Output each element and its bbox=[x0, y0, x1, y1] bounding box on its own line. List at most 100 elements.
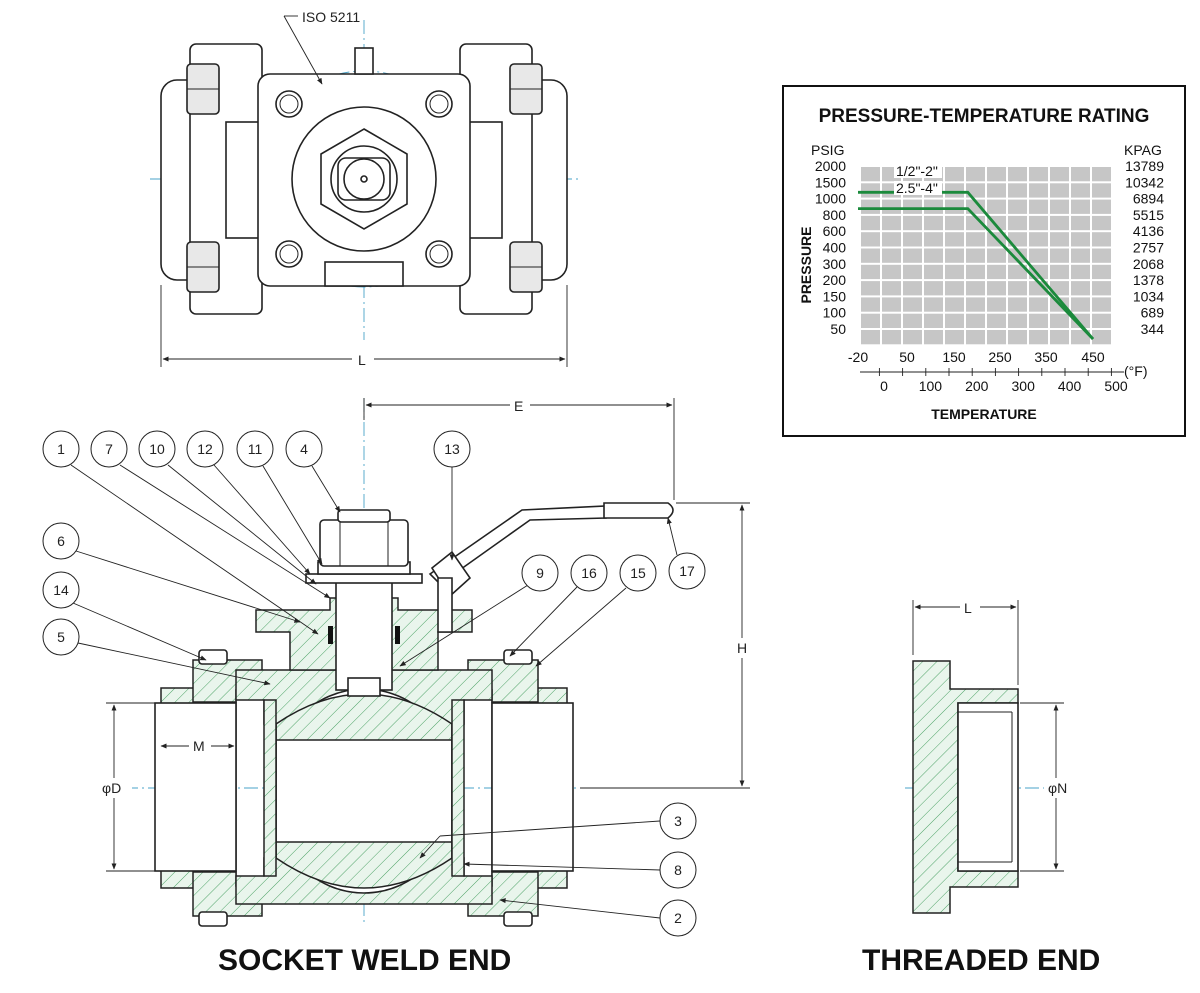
x-tick-top: -20 bbox=[848, 349, 868, 365]
grid-cell bbox=[882, 199, 901, 214]
grid-cell bbox=[903, 232, 922, 247]
grid-cell bbox=[1092, 264, 1111, 280]
svg-text:11: 11 bbox=[248, 441, 263, 457]
mounting-hole bbox=[425, 240, 453, 268]
svg-text:6: 6 bbox=[57, 533, 65, 549]
y-axis-label: PRESSURE bbox=[798, 226, 814, 303]
grid-cell bbox=[882, 330, 901, 345]
part-balloon-15: 15 bbox=[535, 554, 657, 667]
grid-cell bbox=[945, 248, 964, 263]
y-tick-kpag: 2757 bbox=[1133, 240, 1164, 256]
grid-cell bbox=[1050, 281, 1069, 296]
chart-series: 1/2"-2"2.5"-4" bbox=[858, 163, 1095, 340]
x-axis-unit: (°F) bbox=[1124, 363, 1147, 379]
grid-cell bbox=[1008, 313, 1027, 328]
part-balloon-8: 8 bbox=[463, 851, 697, 889]
pressure-temperature-chart: PRESSURE-TEMPERATURE RATING PSIG KPAG PR… bbox=[782, 85, 1186, 437]
x-tick-fahrenheit: 100 bbox=[919, 378, 943, 394]
left-axis-unit: PSIG bbox=[811, 142, 844, 158]
grid-cell bbox=[1008, 330, 1027, 345]
svg-text:3: 3 bbox=[674, 813, 682, 829]
grid-cell bbox=[945, 281, 964, 296]
y-tick-psig: 300 bbox=[823, 256, 847, 272]
grid-cell bbox=[882, 281, 901, 296]
series-label-bg bbox=[894, 181, 942, 195]
grid-cell bbox=[1071, 281, 1090, 296]
svg-text:9: 9 bbox=[536, 565, 544, 581]
socket-weld-end-title: SOCKET WELD END bbox=[218, 944, 511, 977]
grid-cell bbox=[945, 264, 964, 280]
grid-cell bbox=[1071, 264, 1090, 280]
grid-cell bbox=[966, 248, 985, 263]
x-tick-fahrenheit: 200 bbox=[965, 378, 989, 394]
x-tick-fahrenheit: 300 bbox=[1012, 378, 1036, 394]
grid-cell bbox=[987, 183, 1006, 198]
grid-cell bbox=[861, 183, 880, 198]
grid-cell bbox=[1050, 264, 1069, 280]
grid-cell bbox=[861, 199, 880, 214]
y-tick-psig: 50 bbox=[830, 321, 846, 337]
grid-cell bbox=[1029, 199, 1048, 214]
x-tick-fahrenheit: 500 bbox=[1104, 378, 1128, 394]
grid-cell bbox=[1008, 281, 1027, 296]
grid-cell bbox=[1029, 232, 1048, 247]
grid-cell bbox=[987, 248, 1006, 263]
grid-cell bbox=[924, 281, 943, 296]
y-tick-kpag: 10342 bbox=[1125, 174, 1164, 190]
front-section-view: M φD E H 1 7 10 bbox=[42, 396, 752, 977]
grid-cell bbox=[1029, 167, 1048, 182]
y-tick-psig: 600 bbox=[823, 223, 847, 239]
series-label: 1/2"-2" bbox=[896, 163, 938, 179]
threaded-end-view: L φN THREADED END bbox=[862, 598, 1100, 977]
y-tick-psig: 400 bbox=[823, 240, 847, 256]
grid-cell bbox=[1092, 199, 1111, 214]
grid-cell bbox=[987, 199, 1006, 214]
part-balloon-12: 12 bbox=[186, 430, 311, 575]
y-tick-kpag: 1378 bbox=[1133, 272, 1164, 288]
grid-cell bbox=[882, 215, 901, 231]
grid-cell bbox=[987, 281, 1006, 296]
grid-cell bbox=[1008, 215, 1027, 231]
grid-cell bbox=[861, 215, 880, 231]
grid-cell bbox=[945, 232, 964, 247]
y-tick-kpag: 5515 bbox=[1133, 207, 1164, 223]
y-tick-psig: 150 bbox=[823, 288, 847, 304]
y-tick-psig: 800 bbox=[823, 207, 847, 223]
grid-cell bbox=[966, 264, 985, 280]
top-view: ISO 5211 L bbox=[150, 9, 580, 368]
grid-cell bbox=[861, 281, 880, 296]
part-balloon-1: 1 bbox=[42, 430, 319, 635]
grid-cell bbox=[1050, 248, 1069, 263]
dimension-label-l: L bbox=[358, 352, 366, 368]
grid-cell bbox=[1050, 313, 1069, 328]
svg-text:12: 12 bbox=[197, 441, 213, 457]
grid-cell bbox=[966, 313, 985, 328]
grid-cell bbox=[1092, 183, 1111, 198]
grid-cell bbox=[987, 330, 1006, 345]
y-tick-psig: 2000 bbox=[815, 158, 846, 174]
grid-cell bbox=[882, 232, 901, 247]
y-tick-psig: 1500 bbox=[815, 174, 846, 190]
grid-cell bbox=[1092, 167, 1111, 182]
part-balloon-11: 11 bbox=[236, 430, 323, 565]
y-tick-psig: 1000 bbox=[815, 191, 846, 207]
dimension-label-h: H bbox=[737, 640, 747, 656]
mounting-hole bbox=[425, 90, 453, 118]
grid-cell bbox=[924, 215, 943, 231]
grid-cell bbox=[1071, 167, 1090, 182]
grid-cell bbox=[924, 264, 943, 280]
dimension-label-n: φN bbox=[1048, 780, 1067, 796]
grid-cell bbox=[861, 167, 880, 182]
grid-cell bbox=[1029, 313, 1048, 328]
dimension-label-d: φD bbox=[102, 780, 121, 796]
y-tick-kpag: 689 bbox=[1141, 305, 1165, 321]
grid-cell bbox=[903, 199, 922, 214]
y-tick-kpag: 4136 bbox=[1133, 223, 1164, 239]
right-axis-unit: KPAG bbox=[1124, 142, 1162, 158]
grid-cell bbox=[1050, 232, 1069, 247]
grid-cell bbox=[882, 313, 901, 328]
svg-text:5: 5 bbox=[57, 629, 65, 645]
svg-text:17: 17 bbox=[679, 563, 695, 579]
y-tick-kpag: 1034 bbox=[1133, 288, 1164, 304]
